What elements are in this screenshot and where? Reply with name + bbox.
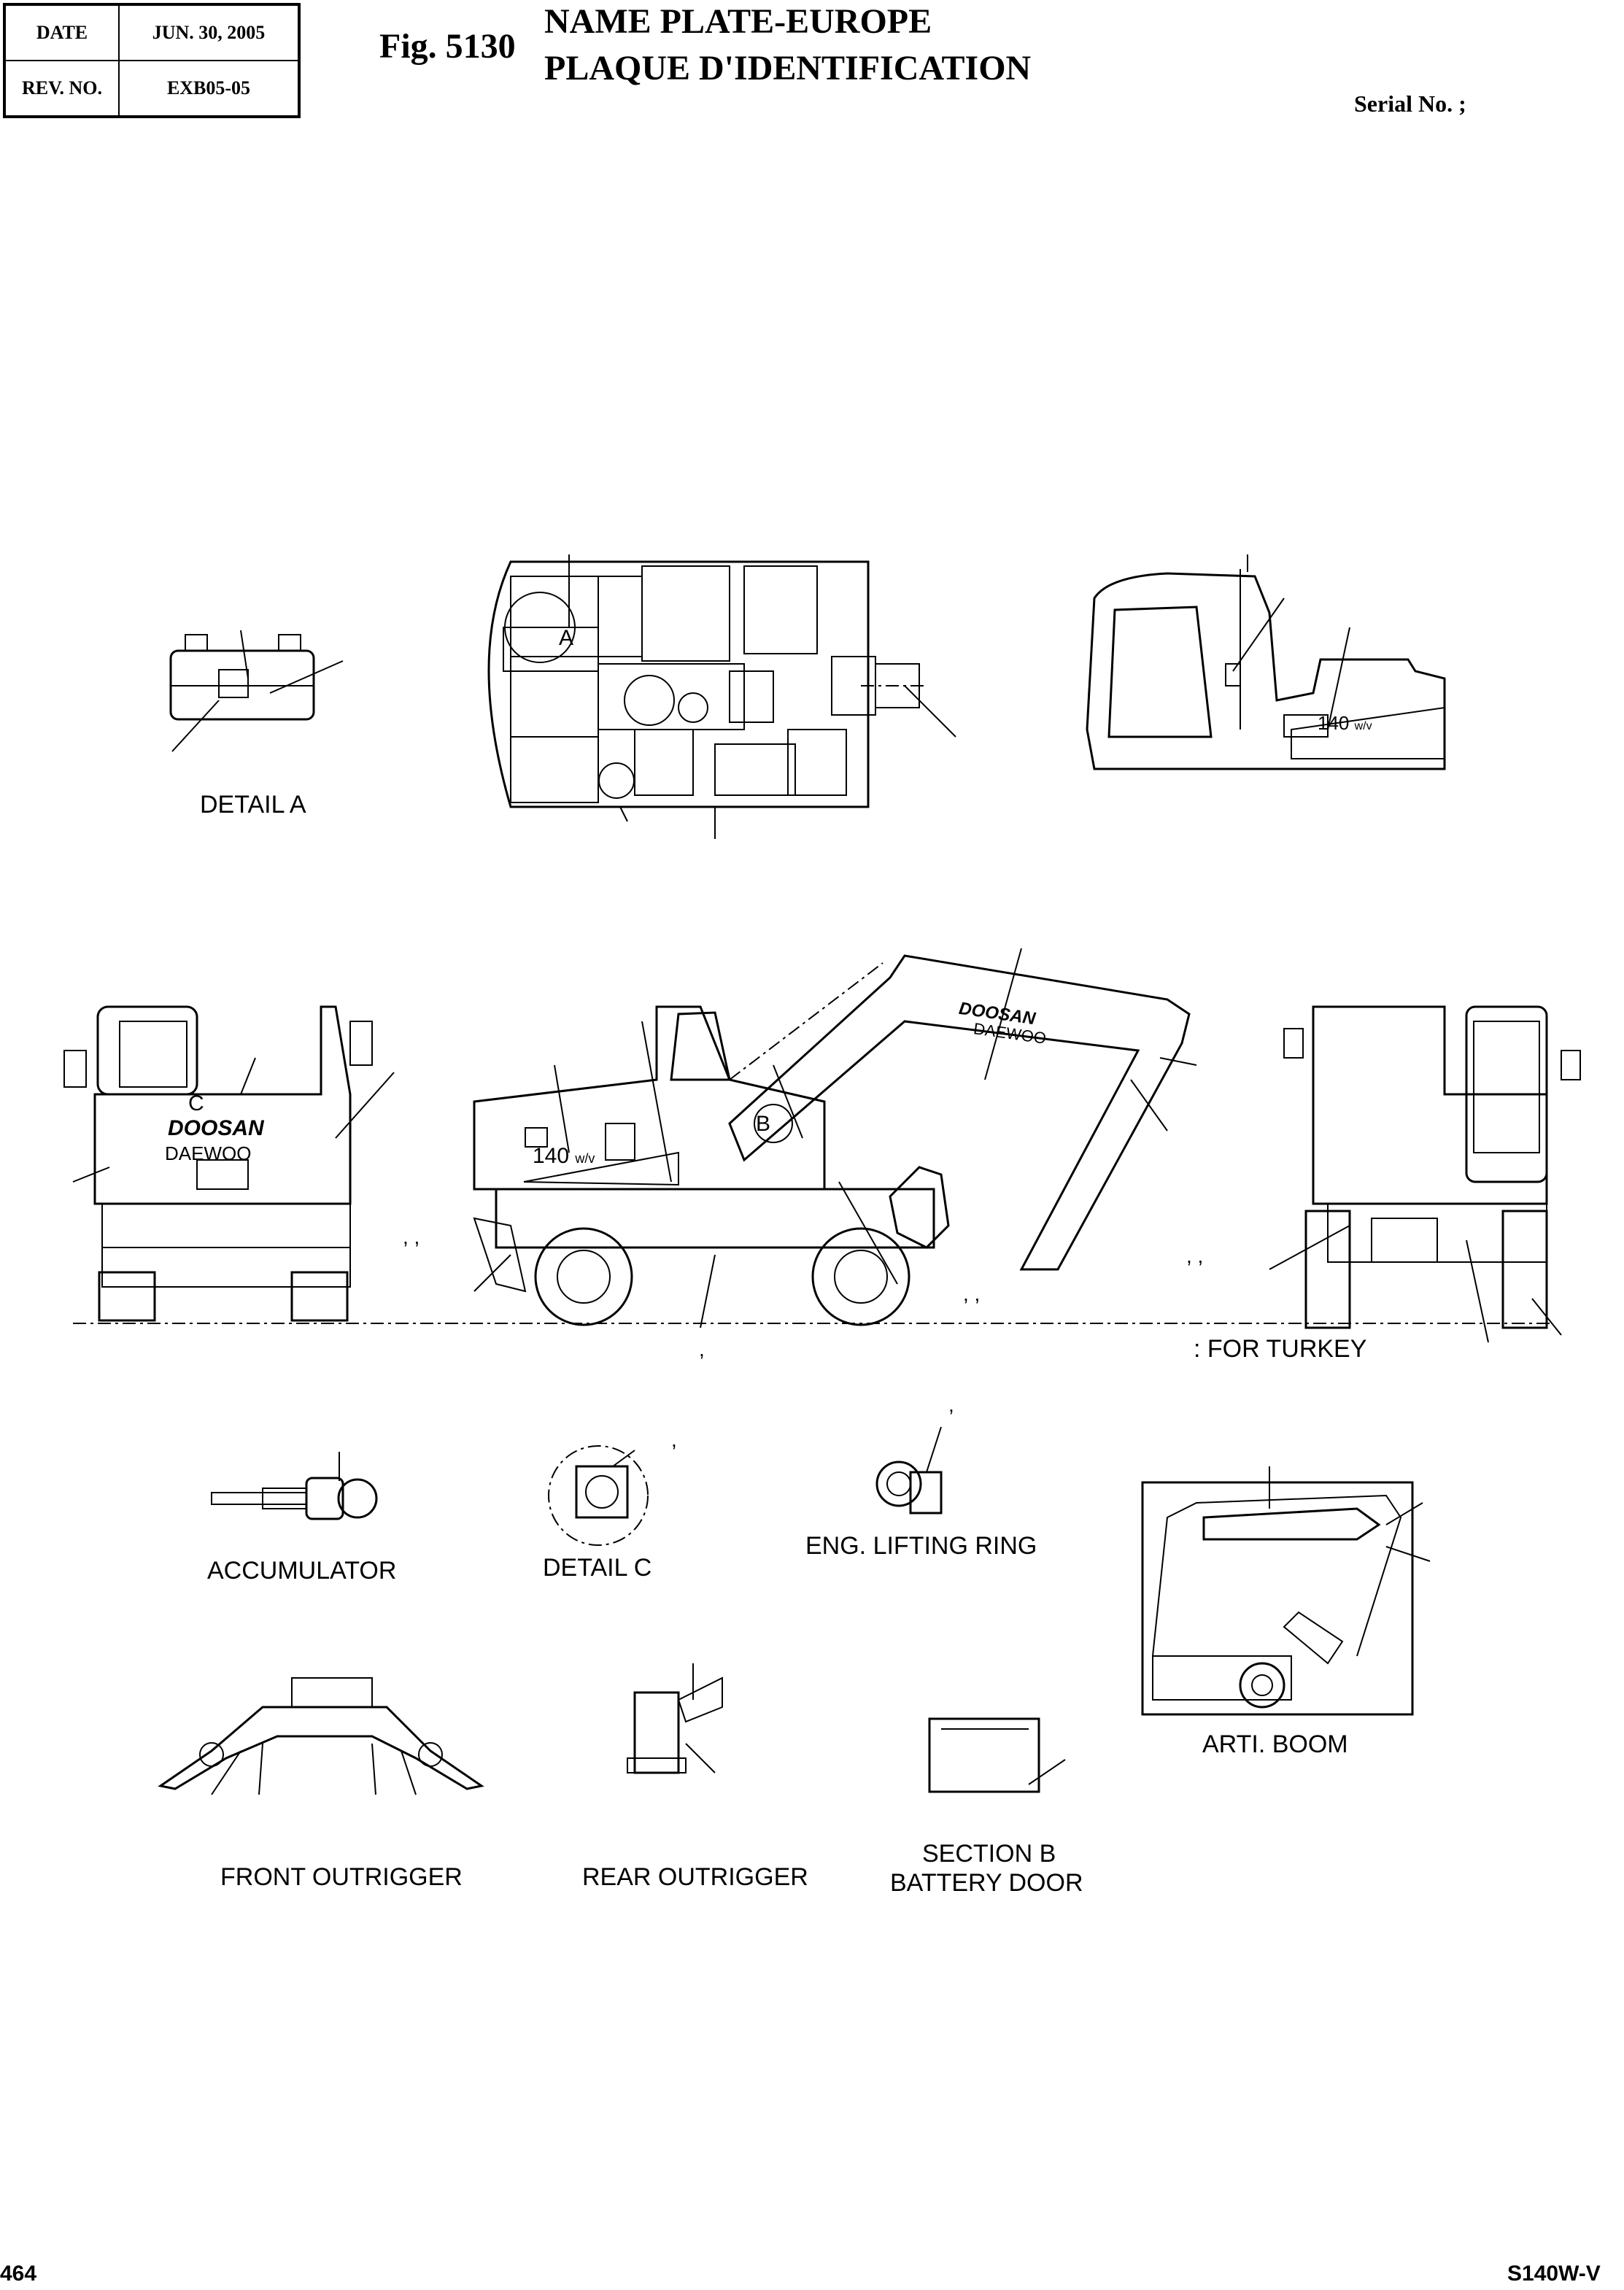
side-view-upper-drawing xyxy=(1086,554,1446,770)
rear-view-drawing xyxy=(63,1005,395,1322)
model-code: S140W-V xyxy=(1507,2262,1601,2286)
arti-boom-drawing xyxy=(1141,1466,1431,1716)
figure-number: Fig. 5130 xyxy=(379,27,516,66)
rev-label: REV. NO. xyxy=(4,60,120,117)
caption-front-outrigger: FRONT OUTRIGGER xyxy=(220,1863,463,1891)
header-table: DATE JUN. 30, 2005 REV. NO. EXB05-05 xyxy=(3,3,301,118)
callout-comma-2: , xyxy=(671,1428,677,1451)
page-number: 464 xyxy=(0,2262,37,2286)
rear-outrigger-drawing xyxy=(627,1663,723,1774)
callout-comma-1: , xyxy=(699,1338,705,1361)
rear-decal-doosan: DOOSAN xyxy=(168,1116,264,1140)
battery-door-drawing xyxy=(928,1717,1066,1793)
figure-title-en: NAME PLATE-EUROPE xyxy=(544,2,932,41)
detail-a-drawing xyxy=(169,630,344,752)
caption-arti-boom: ARTI. BOOM xyxy=(1202,1730,1348,1758)
callout-b: B xyxy=(756,1112,771,1136)
front-outrigger-drawing xyxy=(158,1677,484,1795)
caption-battery-door: BATTERY DOOR xyxy=(890,1869,1083,1897)
upper-model-decal: 140 w/v xyxy=(1318,712,1372,734)
caption-detail-c: DETAIL C xyxy=(543,1554,652,1582)
rear-decal-daewoo: DAEWOO xyxy=(165,1142,252,1164)
caption-accumulator: ACCUMULATOR xyxy=(207,1557,397,1585)
callout-commas-mid: , , xyxy=(963,1283,981,1305)
callout-c: C xyxy=(188,1091,204,1115)
date-label: DATE xyxy=(4,4,120,61)
caption-rear-outrigger: REAR OUTRIGGER xyxy=(582,1863,808,1891)
caption-eng-lifting-ring: ENG. LIFTING RING xyxy=(805,1532,1037,1560)
callout-commas-left: , , xyxy=(403,1226,420,1248)
caption-detail-a: DETAIL A xyxy=(200,791,306,819)
callout-comma-3: , xyxy=(948,1393,954,1416)
front-view-drawing xyxy=(1269,1005,1581,1343)
figure-title-fr: PLAQUE D'IDENTIFICATION xyxy=(544,49,1032,88)
top-view-drawing xyxy=(487,554,956,839)
detail-c-drawing xyxy=(548,1445,649,1546)
caption-section-b: SECTION B xyxy=(922,1840,1056,1868)
accumulator-drawing xyxy=(211,1452,378,1520)
callout-a: A xyxy=(559,626,574,650)
callout-commas-right: , , xyxy=(1186,1245,1204,1267)
serial-label: Serial No. ; xyxy=(1354,90,1466,117)
date-value: JUN. 30, 2005 xyxy=(118,4,300,61)
caption-for-turkey: : FOR TURKEY xyxy=(1194,1335,1367,1363)
rev-value: EXB05-05 xyxy=(118,60,300,117)
main-side-view-drawing xyxy=(473,948,1197,1328)
main-model-decal: 140 w/v xyxy=(533,1144,595,1168)
eng-lifting-ring-drawing xyxy=(875,1426,943,1515)
